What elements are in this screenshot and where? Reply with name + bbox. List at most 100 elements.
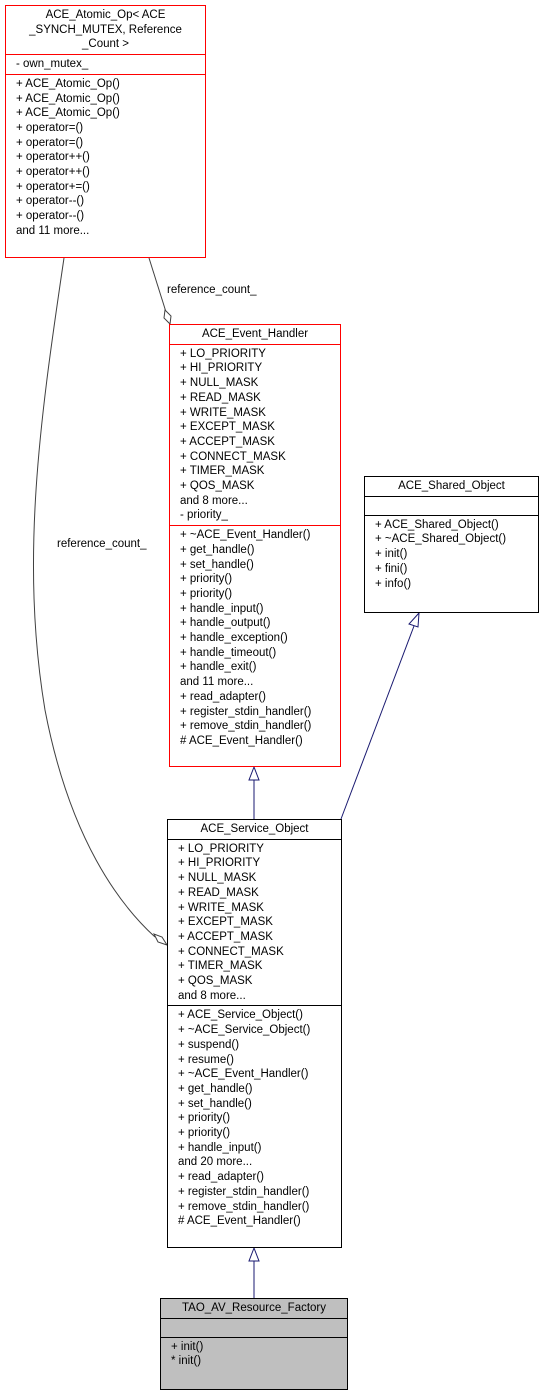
method-item: + register_stdin_handler() — [180, 705, 312, 718]
method-item: + handle_output() — [180, 617, 271, 630]
methods-section: + ACE_Atomic_Op() + ACE_Atomic_Op() + ACE_… — [6, 73, 205, 241]
method-item: + operator++() — [16, 151, 90, 164]
association-edge-atomic-to-service-object — [32, 257, 156, 938]
attributes-section — [161, 1317, 347, 1337]
method-item: + ACE_Atomic_Op() — [16, 92, 120, 105]
attribute-item: + EXCEPT_MASK — [178, 916, 273, 929]
inheritance-arrow-event-handler — [248, 765, 260, 781]
method-item: + info() — [375, 577, 412, 590]
attribute-item: + ACCEPT_MASK — [180, 435, 275, 448]
method-item: and 11 more... — [180, 676, 254, 689]
method-item: + ACE_Service_Object() — [178, 1009, 303, 1022]
method-item: + remove_stdin_handler() — [178, 1200, 310, 1213]
method-item: + read_adapter() — [180, 690, 266, 703]
attribute-item: + READ_MASK — [180, 391, 261, 404]
method-item: + operator+=() — [16, 180, 90, 193]
attribute-item: - own_mutex_ — [16, 58, 89, 71]
attribute-item: + ACCEPT_MASK — [178, 930, 273, 943]
attribute-item: + NULL_MASK — [180, 377, 259, 390]
methods-section: + init() * init() — [161, 1336, 347, 1371]
method-item: + priority() — [180, 573, 233, 586]
attribute-item: + EXCEPT_MASK — [180, 421, 275, 434]
association-edge-atomic-to-event-handler — [148, 257, 167, 313]
method-item: + ACE_Atomic_Op() — [16, 107, 120, 120]
edge-label-reference-count-upper: reference_count_ — [167, 284, 257, 296]
method-item: + priority() — [178, 1112, 231, 1125]
attributes-section: + LO_PRIORITY+ HI_PRIORITY+ NULL_MASK+ R… — [170, 343, 340, 525]
class-box-event-handler[interactable]: ACE_Event_Handler+ LO_PRIORITY+ HI_PRIOR… — [169, 324, 341, 767]
method-item: + handle_timeout() — [180, 646, 277, 659]
method-item: and 20 more... — [178, 1156, 253, 1169]
method-item: + handle_exception() — [180, 632, 288, 645]
class-title-line: ACE_Event_Handler — [201, 328, 309, 340]
class-title: ACE_Shared_Object — [365, 477, 538, 496]
attribute-item: and 8 more... — [178, 989, 246, 1002]
class-title: ACE_Event_Handler — [170, 325, 340, 344]
class-title: TAO_AV_Resource_Factory — [161, 1299, 347, 1318]
method-item: + fini() — [375, 562, 408, 575]
method-item: + resume() — [178, 1053, 234, 1066]
class-title: ACE_Service_Object — [168, 820, 341, 839]
method-item: + priority() — [178, 1127, 231, 1140]
method-item: + ACE_Shared_Object() — [375, 518, 499, 531]
method-item: # ACE_Event_Handler() — [178, 1215, 301, 1228]
method-item: + handle_exit() — [180, 661, 257, 674]
method-item: + handle_input() — [180, 602, 264, 615]
attribute-item: + WRITE_MASK — [180, 406, 266, 419]
class-title-line: _Count > — [82, 38, 129, 51]
method-item: + operator--() — [16, 210, 85, 223]
class-title-line: ACE_Atomic_Op< ACE — [45, 9, 166, 21]
attribute-item: and 8 more... — [180, 494, 248, 507]
method-item: + ~ACE_Event_Handler() — [180, 529, 311, 542]
aggregation-diamond-event-handler — [163, 308, 172, 326]
method-item: + read_adapter() — [178, 1171, 264, 1184]
class-title-line: _SYNCH_MUTEX, Reference — [29, 23, 182, 36]
method-item: + get_handle() — [180, 543, 255, 556]
method-item: + suspend() — [178, 1038, 240, 1051]
attribute-item: + CONNECT_MASK — [178, 945, 284, 958]
attribute-item: - priority_ — [180, 509, 228, 522]
method-item: + ACE_Atomic_Op() — [16, 77, 120, 90]
method-item: + init() — [171, 1340, 204, 1353]
attribute-item: + HI_PRIORITY — [180, 362, 263, 375]
method-item: + priority() — [180, 587, 233, 600]
methods-section: + ACE_Shared_Object() + ~ACE_Shared_Objec… — [365, 514, 538, 594]
method-item: + operator--() — [16, 195, 85, 208]
attributes-section: - own_mutex_ — [6, 54, 205, 74]
attributes-section: + LO_PRIORITY+ HI_PRIORITY+ NULL_MASK+ R… — [168, 838, 341, 1006]
class-box-shared-object[interactable]: ACE_Shared_Object+ ACE_Shared_Object()+ … — [364, 476, 539, 613]
class-title-line: ACE_Service_Object — [200, 823, 309, 835]
attribute-item: + LO_PRIORITY — [178, 842, 264, 855]
inheritance-edge-service-to-shared-object — [340, 625, 415, 820]
attribute-item: + QOS_MASK — [180, 480, 255, 493]
class-title: ACE_Atomic_Op< ACE _SYNCH_MUTEX, Referenc… — [6, 6, 205, 54]
method-item: + init() — [375, 548, 408, 561]
method-item: + ~ACE_Service_Object() — [178, 1024, 311, 1037]
class-box-resource-factory[interactable]: TAO_AV_Resource_Factory + init() * init() — [160, 1298, 348, 1390]
attributes-section — [365, 495, 538, 515]
inheritance-arrow-service-object — [248, 1246, 260, 1262]
edge-label-reference-count-left: reference_count_ — [57, 538, 147, 550]
inheritance-arrow-shared-object — [408, 611, 420, 628]
attribute-item: + QOS_MASK — [178, 975, 253, 988]
method-item: + set_handle() — [180, 558, 254, 571]
method-item: + ~ACE_Event_Handler() — [178, 1068, 309, 1081]
methods-section: + ~ACE_Event_Handler()+ get_handle() + se… — [170, 525, 340, 751]
method-item: + operator=() — [16, 121, 84, 134]
attribute-item: + NULL_MASK — [178, 872, 257, 885]
attribute-item: + HI_PRIORITY — [178, 857, 261, 870]
class-box-atomic-op[interactable]: ACE_Atomic_Op< ACE _SYNCH_MUTEX, Referenc… — [5, 5, 206, 258]
method-item: + ~ACE_Shared_Object() — [375, 533, 507, 546]
class-title-line: ACE_Shared_Object — [398, 480, 505, 492]
method-item: # ACE_Event_Handler() — [180, 734, 303, 747]
class-title-line: TAO_AV_Resource_Factory — [181, 1302, 327, 1314]
aggregation-diamond-service-object — [152, 933, 169, 946]
method-item: + operator=() — [16, 136, 84, 149]
method-item: + set_handle() — [178, 1097, 252, 1110]
method-item: + get_handle() — [178, 1082, 253, 1095]
class-box-service-object[interactable]: ACE_Service_Object + LO_PRIORITY + HI_PRIO… — [167, 819, 342, 1248]
attribute-item: + TIMER_MASK — [178, 960, 263, 973]
method-item: * init() — [171, 1355, 202, 1368]
method-item: + operator++() — [16, 166, 90, 179]
